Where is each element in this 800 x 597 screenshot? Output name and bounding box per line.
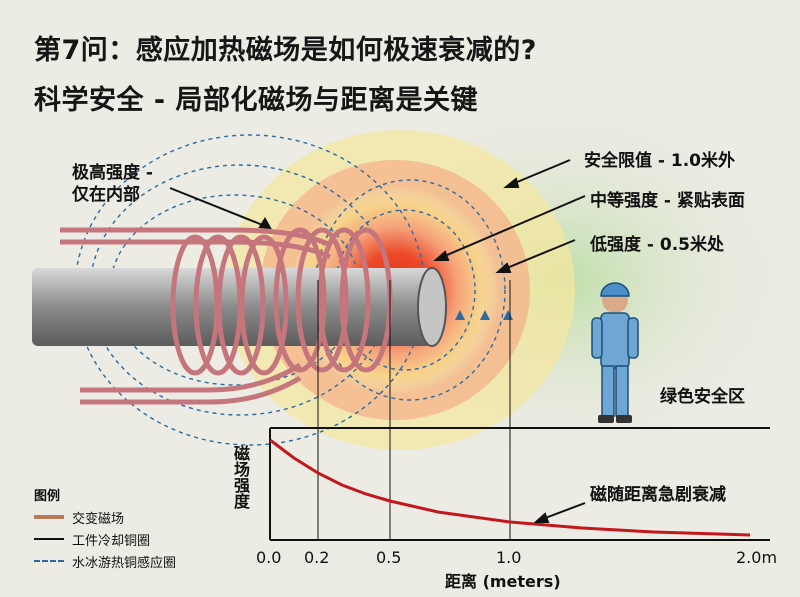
label-low: 低强度 - 0.5米处 (590, 235, 725, 255)
pointer-arrows (169, 159, 586, 273)
chart-tick-label: 0.5 (376, 548, 402, 567)
chart-tick-label: 2.0m (736, 548, 778, 567)
label-decay: 磁随距离急剧衰减 (590, 485, 726, 505)
decay-curve (269, 438, 751, 537)
title-line-1: 第7问：感应加热磁场是如何极速衰减的? (34, 35, 537, 66)
legend: 图例 交变磁场 工件冷却铜圈 水冰游热铜感应圈 (34, 485, 176, 572)
label-inside-1: 极高强度 - (72, 163, 153, 183)
chart-gridlines (317, 280, 511, 540)
chart-xlabel: 距离 (meters) (445, 572, 561, 591)
legend-title: 图例 (34, 489, 61, 504)
chart-tick-label: 0.0 (256, 548, 282, 567)
title-line-2: 科学安全 - 局部化磁场与距离是关键 (34, 85, 479, 116)
label-green-zone: 绿色安全区 (660, 387, 745, 407)
decay-arrow (533, 502, 586, 523)
rod-end (417, 267, 447, 347)
legend-item-field: 交变磁场 (34, 506, 176, 528)
legend-item-dashed: 水冰游热铜感应圈 (34, 550, 176, 572)
legend-swatch-coil (34, 538, 64, 540)
chart-tick-label: 1.0 (496, 548, 522, 567)
worker-figure (591, 282, 639, 423)
chart-ylabel: 磁场强度 (231, 445, 250, 509)
label-medium: 中等强度 - 紧贴表面 (590, 191, 745, 211)
label-inside-2: 仅在内部 (72, 185, 140, 205)
label-safe-limit: 安全限值 - 1.0米外 (584, 151, 736, 171)
legend-swatch-field (34, 515, 64, 519)
workpiece-rod (32, 268, 432, 346)
legend-swatch-dashed (34, 560, 64, 562)
chart-tick-label: 0.2 (304, 548, 330, 567)
legend-item-coil: 工件冷却铜圈 (34, 528, 176, 550)
induction-coil (60, 227, 393, 405)
